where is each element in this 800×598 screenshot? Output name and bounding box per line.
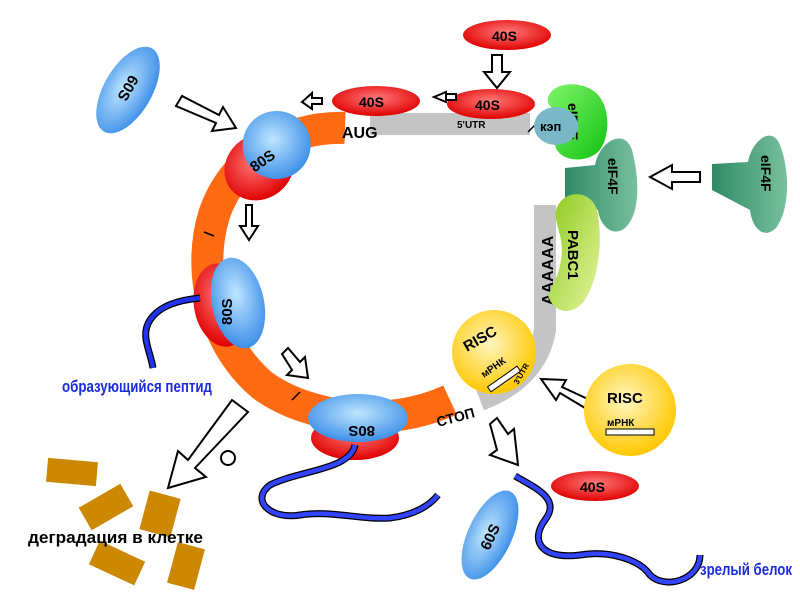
- ribosome-80s-top: 80S: [224, 110, 311, 201]
- arrow-60s-to-80s: [174, 94, 238, 133]
- degradation-dot: [220, 450, 236, 466]
- ribosome-80s-bottom: 80S: [308, 394, 408, 460]
- ribosome-60s-bottom: 60S: [461, 490, 519, 580]
- arrow-down-40s: [481, 54, 513, 90]
- ribosome-40s-bottom: 40S: [551, 471, 639, 501]
- utr5-label: 5'UTR: [457, 120, 486, 131]
- arrow-risc-in: [538, 377, 592, 410]
- eif4f-ring-label: eIF4F: [605, 158, 621, 195]
- risc-free: RISC мРНК: [584, 364, 676, 456]
- cap-label: кэп: [540, 119, 561, 134]
- eif4f-free-label: eIF4F: [758, 155, 774, 192]
- ribosome-40s-ring-label: 40S: [359, 94, 384, 110]
- arrow-eif4f-in: [647, 163, 701, 191]
- ribosome-60s-top: 60S: [96, 46, 160, 134]
- mature-protein-label: зрелый белок: [700, 560, 792, 579]
- growing-peptide: [142, 294, 201, 369]
- arrow-release: [487, 416, 520, 467]
- arrow-left-40s: [431, 90, 457, 104]
- ribosome-40s-mid: 40S: [447, 89, 535, 119]
- risc-free-label: RISC: [607, 390, 643, 407]
- ribosome-40s-top: 40S: [463, 20, 551, 50]
- arrow-down-80s: [238, 204, 260, 242]
- ribosome-40s-mid-label: 40S: [475, 97, 500, 113]
- mrna-free-label: мРНК: [607, 418, 635, 429]
- ribosome-40s-ring: 40S: [332, 86, 420, 116]
- eif4f-ring: eIF4F: [565, 138, 638, 232]
- ribosome-80s-left-label: 80S: [219, 298, 236, 325]
- ribosome-80s-bottom-label: 80S: [348, 422, 375, 439]
- mirna-bar-bound: [486, 365, 522, 393]
- eif4f-free: eIF4F: [712, 135, 788, 233]
- pabc1-label: PABC1: [564, 230, 581, 280]
- peptide-growing-label: образующийся пептид: [62, 377, 212, 396]
- degradation-label: деградация в клетке: [28, 528, 203, 547]
- cap-structure: кэп: [534, 107, 578, 145]
- arrow-left-40s-2: [300, 90, 323, 111]
- pabc1-protein: PABC1: [548, 194, 600, 311]
- ribosome-40s-bottom-label: 40S: [580, 479, 605, 495]
- arrow-80s-to-stop: [280, 346, 310, 380]
- ribosome-80s-left: 80S: [193, 257, 266, 349]
- mirna-bar-free: [605, 428, 655, 436]
- ribosome-40s-top-label: 40S: [492, 28, 517, 44]
- aug-label: AUG: [342, 125, 378, 142]
- risc-bound: RISC мРНК 3'UTR: [452, 310, 536, 394]
- arrow-to-degradation: [166, 398, 250, 490]
- degradation-fragments: [46, 457, 205, 590]
